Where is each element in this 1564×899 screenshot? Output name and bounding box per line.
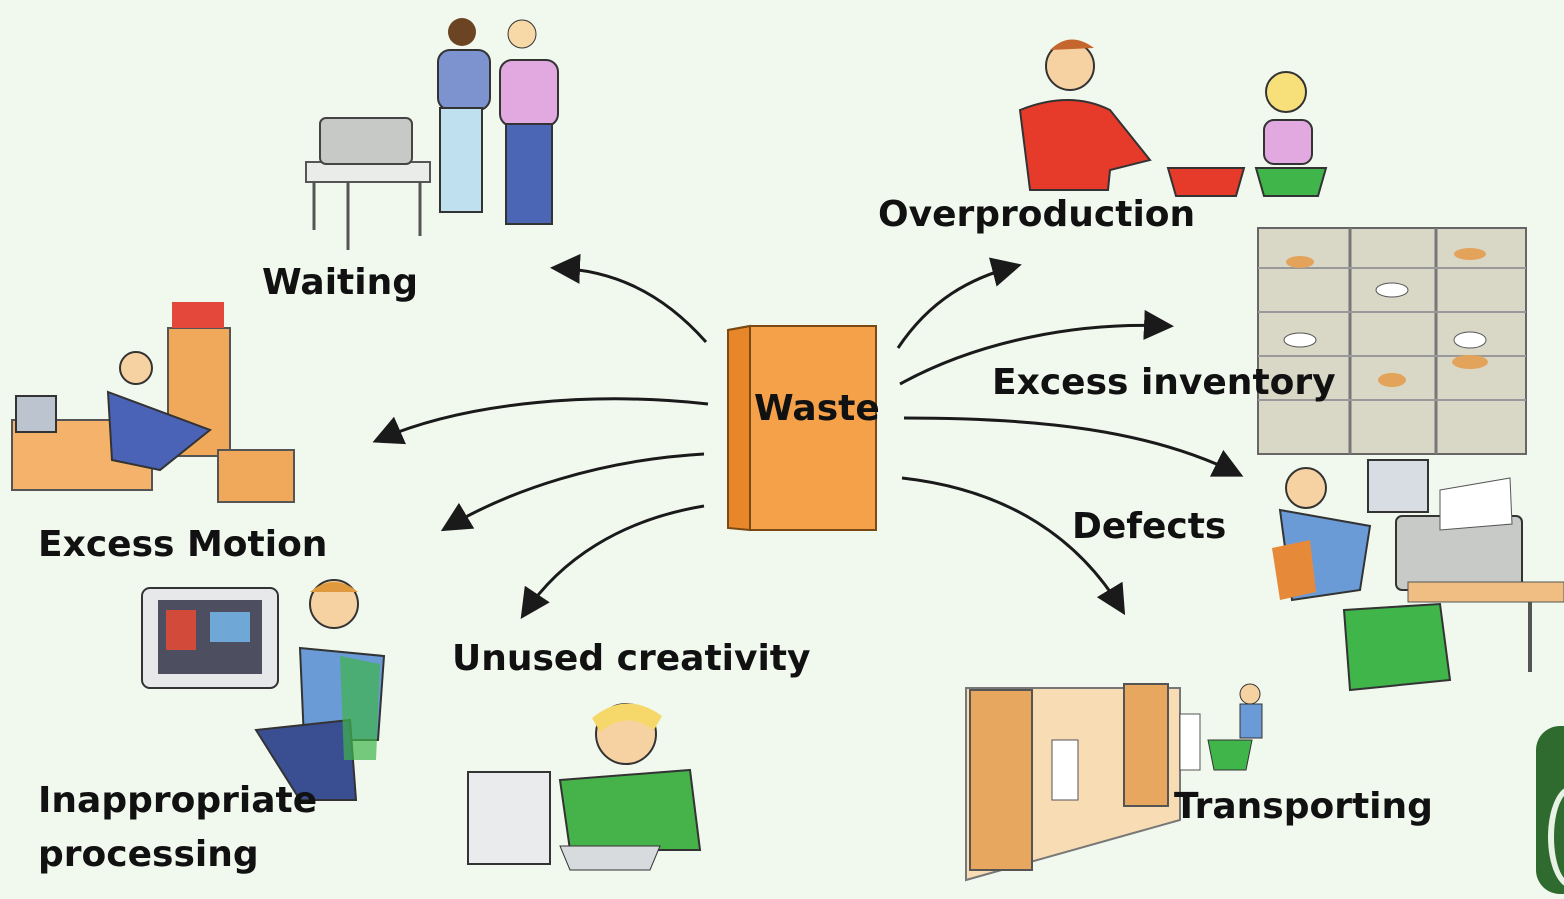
defects-illustration [1272,459,1564,692]
label-excess-motion: Excess Motion [38,524,328,565]
arrow-excess-motion [372,397,709,445]
transporting-illustration [965,683,1263,882]
center-label-waste: Waste [754,388,880,429]
arrow-unused-creativity [520,504,705,619]
waste-book-icon [727,324,877,532]
excess-motion-illustration [11,302,295,503]
excess-inventory-illustration [1257,227,1527,455]
label-defects: Defects [1072,506,1227,547]
unused-creativity-illustration [467,703,702,871]
arrow-transporting [901,476,1126,616]
arrow-unused-creativity-left [440,452,705,532]
corner-badge-icon [1536,726,1564,894]
label-transporting: Transporting [1174,786,1433,827]
label-waiting: Waiting [262,262,419,303]
overproduction-illustration [1018,39,1328,197]
arrows [372,253,1244,619]
label-inappropriate-processing-line1: Inappropriate [38,780,318,821]
waiting-illustration [305,18,559,250]
arrow-excess-inventory [899,309,1174,386]
arrow-defects [903,416,1244,477]
label-unused-creativity: Unused creativity [452,638,811,679]
label-excess-inventory: Excess inventory [992,362,1336,403]
label-inappropriate-processing-line2: processing [38,834,259,875]
arrow-waiting [550,253,708,343]
arrow-overproduction [896,257,1022,349]
label-overproduction: Overproduction [878,194,1196,235]
inappropriate-processing-illustration [141,579,386,801]
